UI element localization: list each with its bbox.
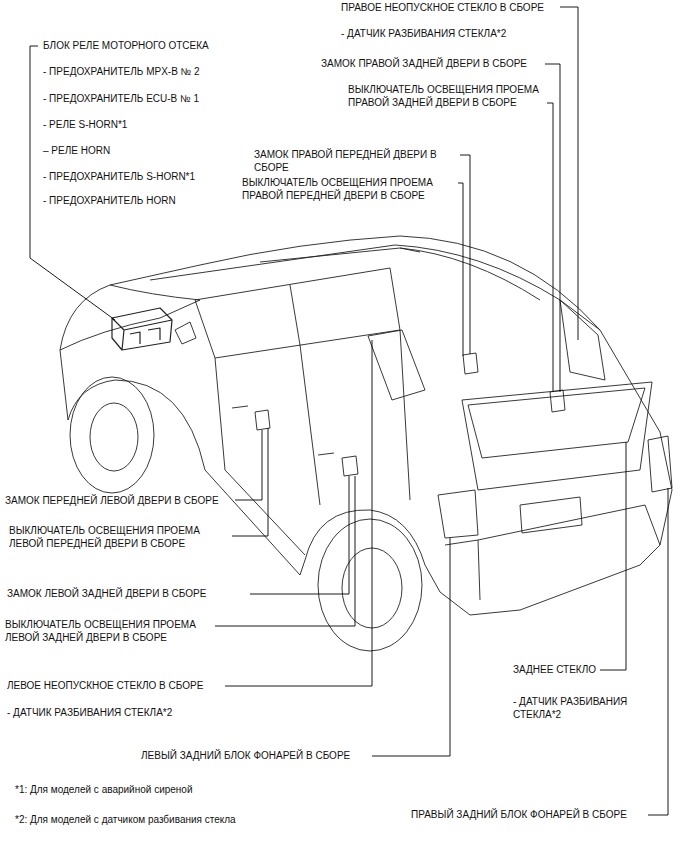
front-wheel-rim [90,403,138,471]
sub-item: - ПРЕДОХРАНИТЕЛЬ HORN [42,194,177,207]
side-windows [195,268,400,358]
footnote: *2: Для моделей с датчиком разбивания ст… [14,813,237,826]
license-plate [520,497,582,533]
mirror [175,322,196,344]
part-label: БЛОК РЕЛЕ МОТОРНОГО ОТСЕКА [42,39,210,52]
sub-item: - ПРЕДОХРАНИТЕЛЬ S-HORN*1 [42,170,196,183]
lock-rear-left [342,456,358,476]
footnote: *1: Для моделей с аварийной сиреной [14,783,194,796]
left-tail-lamp [438,490,478,538]
part-label: ЗАМОК ПЕРЕДНЕЙ ЛЕВОЙ ДВЕРИ В СБОРЕ [4,494,220,507]
rear-wheel [318,519,422,651]
door-handles [232,406,334,455]
door-seams [215,330,410,555]
part-label: ЛЕВОЕ НЕОПУСКНОЕ СТЕКЛО В СБОРЕ [6,679,204,692]
rear-glass [468,388,645,458]
sub-item: - ПРЕДОХРАНИТЕЛЬ ECU-B № 1 [42,92,200,105]
part-label: ВЫКЛЮЧАТЕЛЬ ОСВЕЩЕНИЯ ПРОЕМА ПРАВОЙ ПЕРЕ… [241,176,458,202]
part-label: ВЫКЛЮЧАТЕЛЬ ОСВЕЩЕНИЯ ПРОЕМА ЛЕВОЙ ЗАДНЕ… [4,618,214,644]
right-quarter-glass [560,300,605,380]
sub-item: – РЕЛЕ HORN [42,144,111,157]
leader-line [545,64,560,392]
roof-line [150,245,600,330]
leader-line [235,430,262,500]
sub-item: - РЕЛЕ S-HORN*1 [42,118,128,131]
lock-front-right [463,353,478,374]
part-label: ПРАВЫЙ ЗАДНИЙ БЛОК ФОНАРЕЙ В СБОРЕ [410,808,628,821]
front-wheel [70,377,154,493]
lock-front-left [255,410,270,430]
left-quarter-glass [368,330,425,400]
part-label: ВЫКЛЮЧАТЕЛЬ ОСВЕЩЕНИЯ ПРОЕМА ПРАВОЙ ЗАДН… [347,83,547,109]
leader-line [215,476,355,626]
leader-line [30,46,115,320]
leader-line [228,428,268,536]
leader-line [540,103,553,392]
body-outline [60,236,672,615]
leader-line [445,183,463,356]
rear-bumper [445,505,660,600]
leader-line [372,538,450,756]
part-label: ПРАВОЕ НЕОПУСКНОЕ СТЕКЛО В СБОРЕ [340,1,545,14]
part-label: ЗАМОК ПРАВОЙ ПЕРЕДНЕЙ ДВЕРИ В СБОРЕ [253,148,460,174]
sub-item: - ПРЕДОХРАНИТЕЛЬ MPX-B № 2 [42,65,201,78]
leader-line [560,7,578,340]
part-label: ЗАМОК ЛЕВОЙ ЗАДНЕЙ ДВЕРИ В СБОРЕ [6,587,207,600]
part-label: ВЫКЛЮЧАТЕЛЬ ОСВЕЩЕНИЯ ПРОЕМА ЛЕВОЙ ПЕРЕД… [8,524,232,550]
part-label: ЛЕВЫЙ ЗАДНИЙ БЛОК ФОНАРЕЙ В СБОРЕ [140,749,351,762]
lock-rear-right [550,390,565,412]
leader-line [648,488,668,815]
part-label: ЗАДНЕЕ СТЕКЛО [512,663,597,676]
relay-block [112,308,172,350]
sub-item: - ДАТЧИК РАЗБИВАНИЯ СТЕКЛА*2 [6,706,173,719]
sub-item: - ДАТЧИК РАЗБИВАНИЯ СТЕКЛА*2 [340,27,507,40]
right-tail-lamp [648,436,672,492]
tailgate [462,382,652,490]
part-label: ЗАМОК ПРАВОЙ ЗАДНЕЙ ДВЕРИ В СБОРЕ [320,57,528,70]
leader-line [600,442,626,670]
leader-line [250,476,349,594]
roof-rack [260,248,540,300]
leader-line [225,340,372,686]
sub-item: - ДАТЧИК РАЗБИВАНИЯ СТЕКЛА*2 [512,695,649,721]
